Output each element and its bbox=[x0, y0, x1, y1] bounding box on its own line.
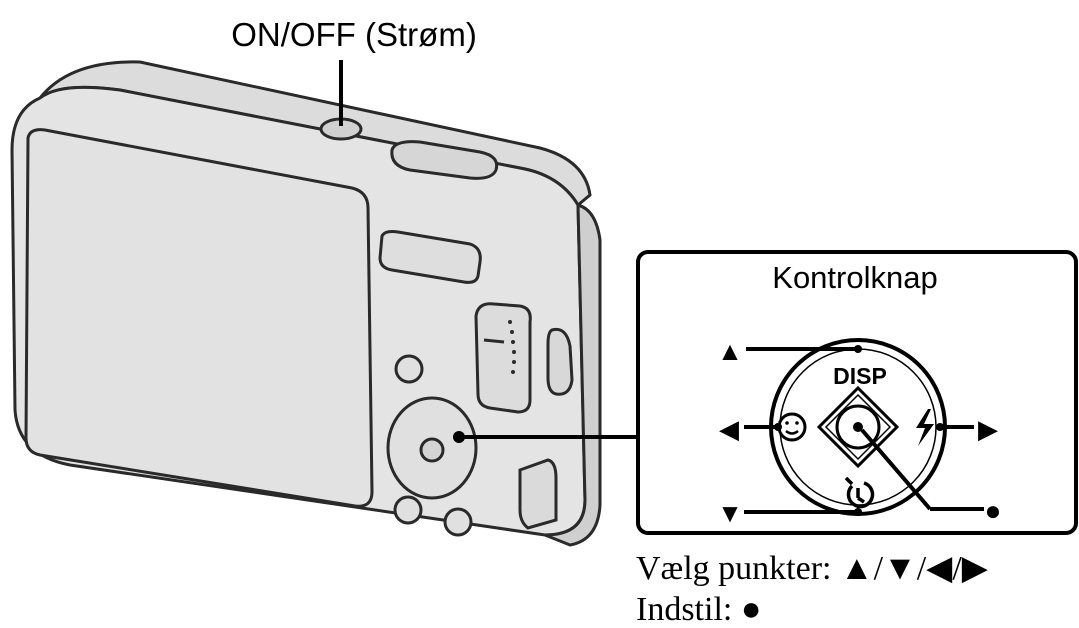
legend-set-symbol: ● bbox=[740, 591, 762, 628]
legend-set: Indstil: ● bbox=[636, 593, 761, 627]
shutter-button bbox=[390, 140, 499, 180]
flash-icon bbox=[916, 409, 934, 446]
zoom-lever bbox=[474, 302, 532, 414]
battery-door bbox=[518, 458, 558, 530]
legend-select: Vælg punkter: ▲/▼/◀/▶ bbox=[636, 552, 988, 586]
inset-title: Kontrolknap bbox=[772, 260, 937, 295]
camera-center-button bbox=[419, 437, 445, 463]
legend-select-symbols: ▲/▼/◀/▶ bbox=[839, 550, 988, 587]
center-leader-line bbox=[860, 428, 932, 511]
zoom-dots bbox=[508, 320, 516, 374]
playback-button bbox=[394, 354, 424, 384]
disp-label: DISP bbox=[833, 363, 887, 389]
arrow-up-glyph: ▲ bbox=[717, 336, 743, 366]
inset-leader-lines bbox=[744, 347, 984, 514]
side-latch bbox=[546, 327, 574, 396]
delete-button bbox=[443, 507, 473, 537]
legend-select-label: Vælg punkter: bbox=[636, 550, 832, 587]
arrow-down-glyph: ▼ bbox=[717, 498, 743, 528]
menu-button bbox=[393, 495, 423, 525]
lcd-screen bbox=[24, 128, 374, 508]
control-leader-dot bbox=[453, 431, 465, 443]
self-timer-icon bbox=[844, 476, 875, 509]
arrow-right-glyph: ▶ bbox=[978, 414, 998, 444]
center-dot-glyph: ● bbox=[985, 495, 1002, 526]
arrow-left-glyph: ◀ bbox=[719, 414, 739, 444]
power-button-label: ON/OFF (Strøm) bbox=[231, 16, 477, 53]
flash-window bbox=[378, 230, 482, 284]
legend-set-label: Indstil: bbox=[636, 591, 733, 628]
